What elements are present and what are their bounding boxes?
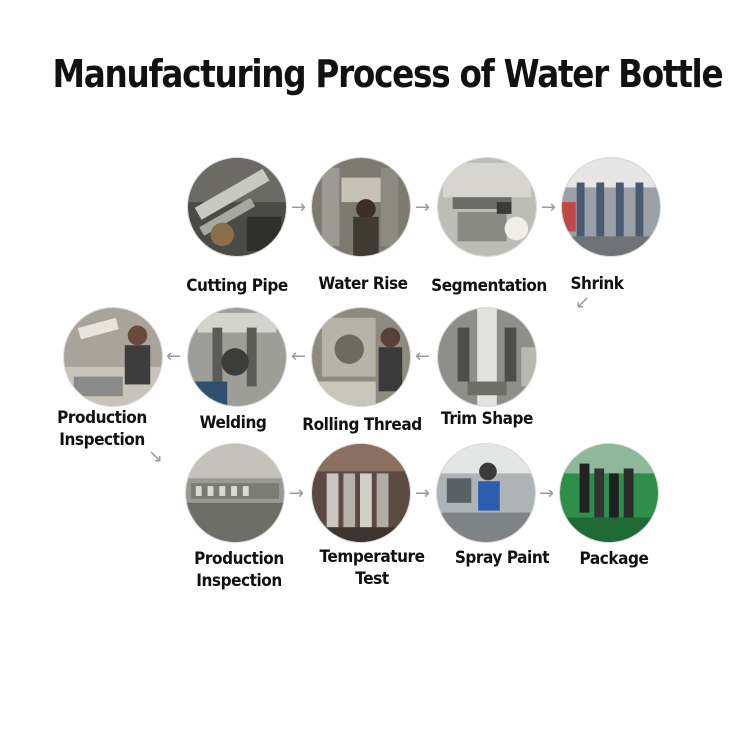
- arrow-left-icon: ←: [166, 346, 182, 367]
- step-label-production-inspection-1: Production Inspection: [57, 408, 147, 450]
- temperature-test-photo: [312, 444, 410, 542]
- package-photo: [560, 444, 658, 542]
- step-label-water-rise: Water Rise: [318, 274, 408, 294]
- step-label-spray-paint: Spray Paint: [454, 548, 550, 568]
- step-label-package: Package: [579, 549, 649, 569]
- step-label-production-inspection-2: Production Inspection: [194, 549, 284, 591]
- page-title: Manufacturing Process of Water Bottle: [52, 52, 724, 96]
- step-label-shrink: Shrink: [570, 274, 624, 294]
- water-rise-photo: [312, 158, 410, 256]
- arrow-right-icon: →: [415, 197, 431, 218]
- arrow-right-icon: →: [289, 483, 305, 504]
- segmentation-photo: [438, 158, 536, 256]
- production-inspection-photo-2: [186, 444, 284, 542]
- shrink-photo: [562, 158, 660, 256]
- arrow-left-icon: ←: [415, 346, 431, 367]
- step-label-segmentation: Segmentation: [431, 276, 547, 296]
- arrow-right-icon: →: [415, 483, 431, 504]
- arrow-right-icon: →: [541, 197, 557, 218]
- production-inspection-photo-1: [64, 308, 162, 406]
- arrow-right-icon: →: [539, 483, 555, 504]
- step-label-rolling-thread: Rolling Thread: [302, 415, 422, 435]
- arrow-down-right-icon: ↘: [148, 446, 164, 467]
- arrow-right-icon: →: [291, 197, 307, 218]
- step-label-trim-shape: Trim Shape: [441, 409, 533, 429]
- step-label-cutting-pipe: Cutting Pipe: [186, 276, 288, 296]
- arrow-left-icon: ←: [291, 346, 307, 367]
- step-label-welding: Welding: [199, 413, 267, 433]
- arrow-down-left-icon: ↙: [575, 292, 591, 313]
- rolling-thread-photo: [312, 308, 410, 406]
- step-label-temperature-test: Temperature Test: [319, 547, 425, 589]
- spray-paint-photo: [437, 444, 535, 542]
- welding-photo: [188, 308, 286, 406]
- trim-shape-photo: [438, 308, 536, 406]
- cutting-pipe-photo: [188, 158, 286, 256]
